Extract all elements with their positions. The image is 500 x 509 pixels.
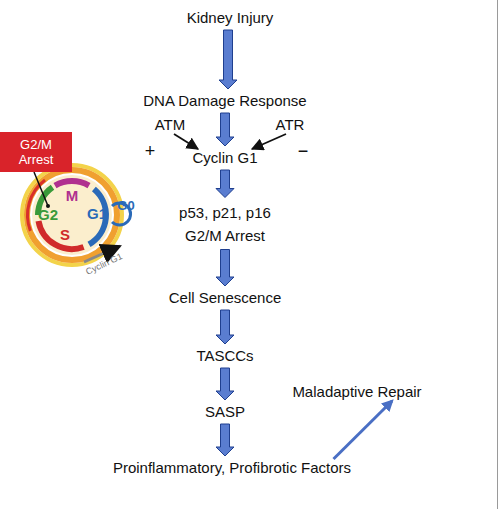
flow-step: SASP — [195, 403, 255, 421]
flow-step: Cell Senescence — [155, 289, 295, 307]
flow-step: p53, p21, p16 G2/M Arrest — [165, 201, 285, 247]
phase-label: G2 — [38, 206, 58, 223]
node-text: TASCCs — [185, 347, 265, 365]
cell-cycle-illustration — [22, 165, 131, 265]
block-arrow — [216, 310, 234, 344]
arrow-connector — [334, 401, 393, 459]
phase-label: G1 — [87, 205, 107, 222]
flow-step: Proinflammatory, Profibrotic Factors — [87, 459, 377, 477]
ring-fill — [32, 175, 112, 255]
phase-label: M — [66, 187, 79, 204]
block-arrow — [216, 250, 234, 287]
block-arrow — [219, 30, 237, 89]
node-text: ATM — [150, 116, 190, 134]
flow-step: Cyclin G1 — [180, 149, 270, 167]
block-arrow — [216, 113, 234, 146]
frame-line — [497, 0, 498, 509]
block-arrow — [216, 170, 234, 198]
phase-label: S — [60, 226, 70, 243]
outcome-node: Maladaptive Repair — [287, 383, 427, 401]
node-text: Proinflammatory, Profibrotic Factors — [87, 459, 377, 477]
phase-arc — [39, 221, 84, 249]
kinase-node: ATR — [270, 116, 310, 134]
node-text: Maladaptive Repair — [287, 383, 427, 401]
node-text: Kidney Injury — [160, 9, 300, 27]
node-text: ATR — [270, 116, 310, 134]
phase-arc — [55, 181, 89, 186]
arrow-connector — [252, 134, 286, 149]
edge-label: − — [298, 142, 309, 160]
kinase-node: ATM — [150, 116, 190, 134]
leader-line — [34, 172, 48, 206]
node-text: SASP — [195, 403, 255, 421]
node-text: Cyclin G1 — [180, 149, 270, 167]
block-arrow — [216, 368, 234, 400]
callout-box: G2/M Arrest — [0, 132, 72, 172]
callout-text: G2/M Arrest — [8, 137, 64, 167]
outer-ring — [27, 170, 117, 260]
node-text: p53, p21, p16 G2/M Arrest — [165, 201, 285, 247]
flow-step: TASCCs — [185, 347, 265, 365]
outer-ring — [22, 165, 122, 265]
node-text: Cell Senescence — [155, 289, 295, 307]
node-text: DNA Damage Response — [125, 92, 325, 110]
edge-label: + — [145, 142, 156, 160]
flow-step: DNA Damage Response — [125, 92, 325, 110]
block-arrow — [216, 424, 234, 456]
phase-label: G0 — [117, 198, 134, 213]
arrow-connector — [174, 134, 198, 149]
flow-step: Kidney Injury — [160, 9, 300, 27]
